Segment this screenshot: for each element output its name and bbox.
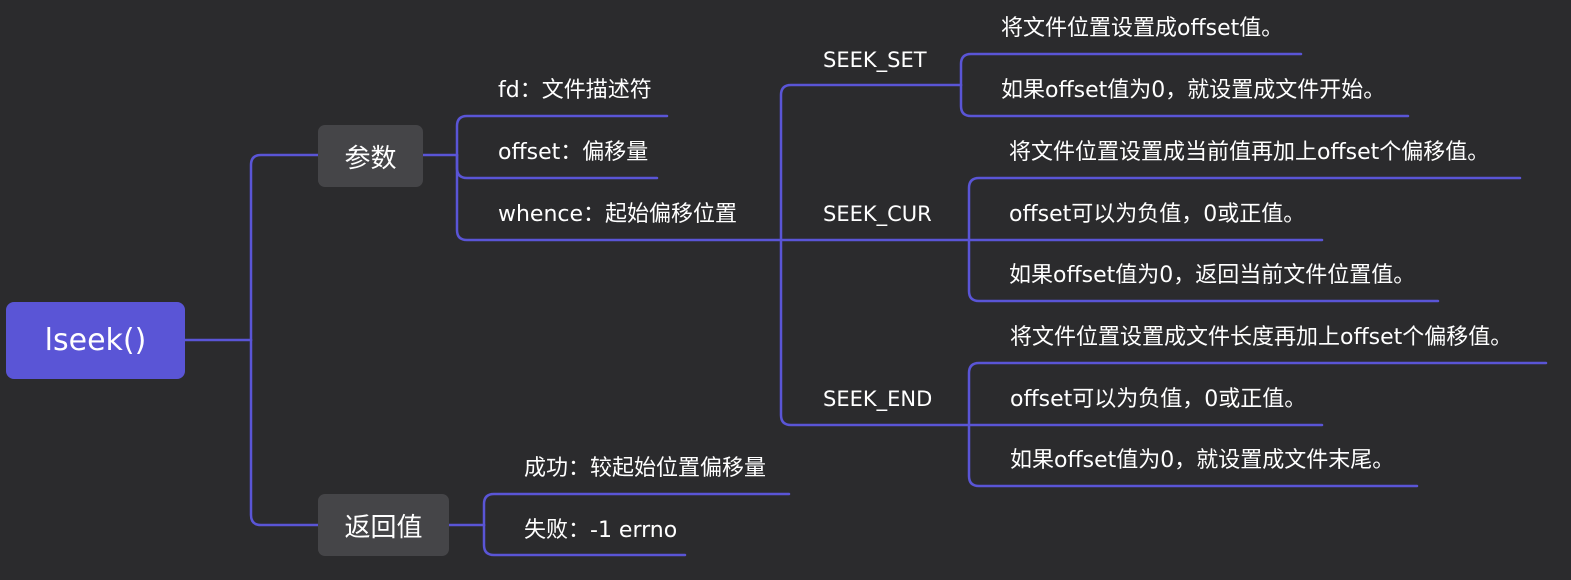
seek-end-note[interactable]: 如果offset值为0，就设置成文件末尾。 [1010, 448, 1395, 473]
connector-returns-success [482, 492, 791, 527]
seek-cur-note[interactable]: 将文件位置设置成当前值再加上offset个偏移值。 [1009, 140, 1490, 165]
seek-set-note[interactable]: 将文件位置设置成offset值。 [1001, 16, 1284, 41]
connector-params-fd [455, 114, 669, 157]
seek-set-note[interactable]: 如果offset值为0，就设置成文件开始。 [1001, 78, 1386, 103]
param-offset[interactable]: offset：偏移量 [498, 140, 649, 165]
connector-end-note-1 [967, 361, 1548, 427]
seek-end[interactable]: SEEK_END [823, 387, 933, 411]
connector-cur-note-3 [967, 238, 1440, 303]
root-node[interactable]: lseek() [6, 302, 185, 379]
seek-end-note[interactable]: offset可以为负值，0或正值。 [1010, 387, 1307, 412]
connector-seek-set [779, 83, 963, 242]
connector-set-note-2 [959, 83, 1410, 118]
return-failure[interactable]: 失败：-1 errno [524, 518, 678, 543]
connector-params-whence [455, 153, 783, 242]
seek-set[interactable]: SEEK_SET [823, 48, 927, 72]
connector-root-params [249, 153, 320, 342]
connector-cur-note-1 [967, 176, 1522, 242]
branch-returns[interactable]: 返回值 [318, 494, 449, 556]
seek-cur[interactable]: SEEK_CUR [823, 202, 932, 226]
connector-returns-failure [482, 523, 687, 557]
connector-root-returns [249, 338, 320, 527]
param-whence[interactable]: whence：起始偏移位置 [498, 202, 738, 227]
connector-seek-end [779, 238, 971, 427]
seek-end-note[interactable]: 将文件位置设置成文件长度再加上offset个偏移值。 [1010, 325, 1513, 350]
connector-end-note-3 [967, 423, 1419, 488]
return-success[interactable]: 成功：较起始位置偏移量 [524, 456, 767, 481]
branch-params[interactable]: 参数 [318, 125, 423, 187]
seek-cur-note[interactable]: offset可以为负值，0或正值。 [1009, 202, 1306, 227]
seek-cur-note[interactable]: 如果offset值为0，返回当前文件位置值。 [1009, 263, 1416, 288]
param-fd[interactable]: fd：文件描述符 [498, 78, 652, 103]
connector-set-note-1 [959, 52, 1303, 87]
